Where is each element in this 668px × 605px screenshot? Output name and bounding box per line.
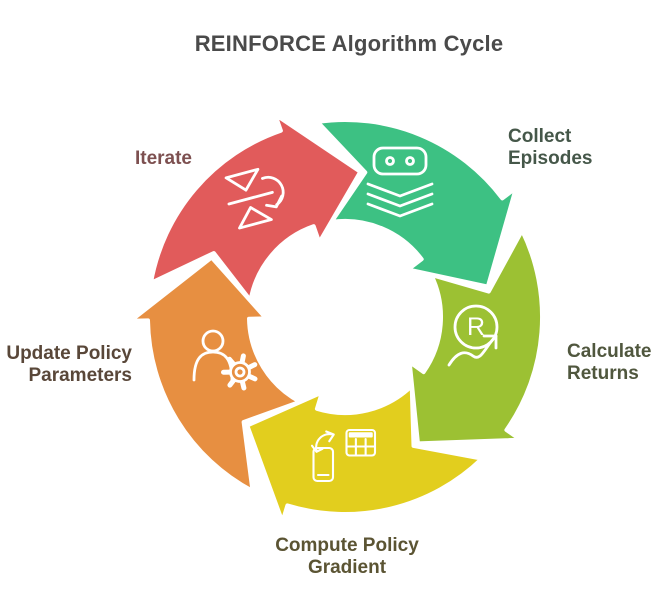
segment-label-compute-policy-gradient: Compute Policy Gradient — [197, 535, 497, 579]
segment-label-iterate: Iterate — [135, 148, 192, 170]
segment-label-calculate-returns: Calculate Returns — [567, 341, 651, 385]
segment-label-update-policy-parameters: Update Policy Parameters — [6, 343, 132, 387]
segment-label-collect-episodes: Collect Episodes — [508, 126, 592, 170]
page-title: REINFORCE Algorithm Cycle — [30, 31, 668, 57]
